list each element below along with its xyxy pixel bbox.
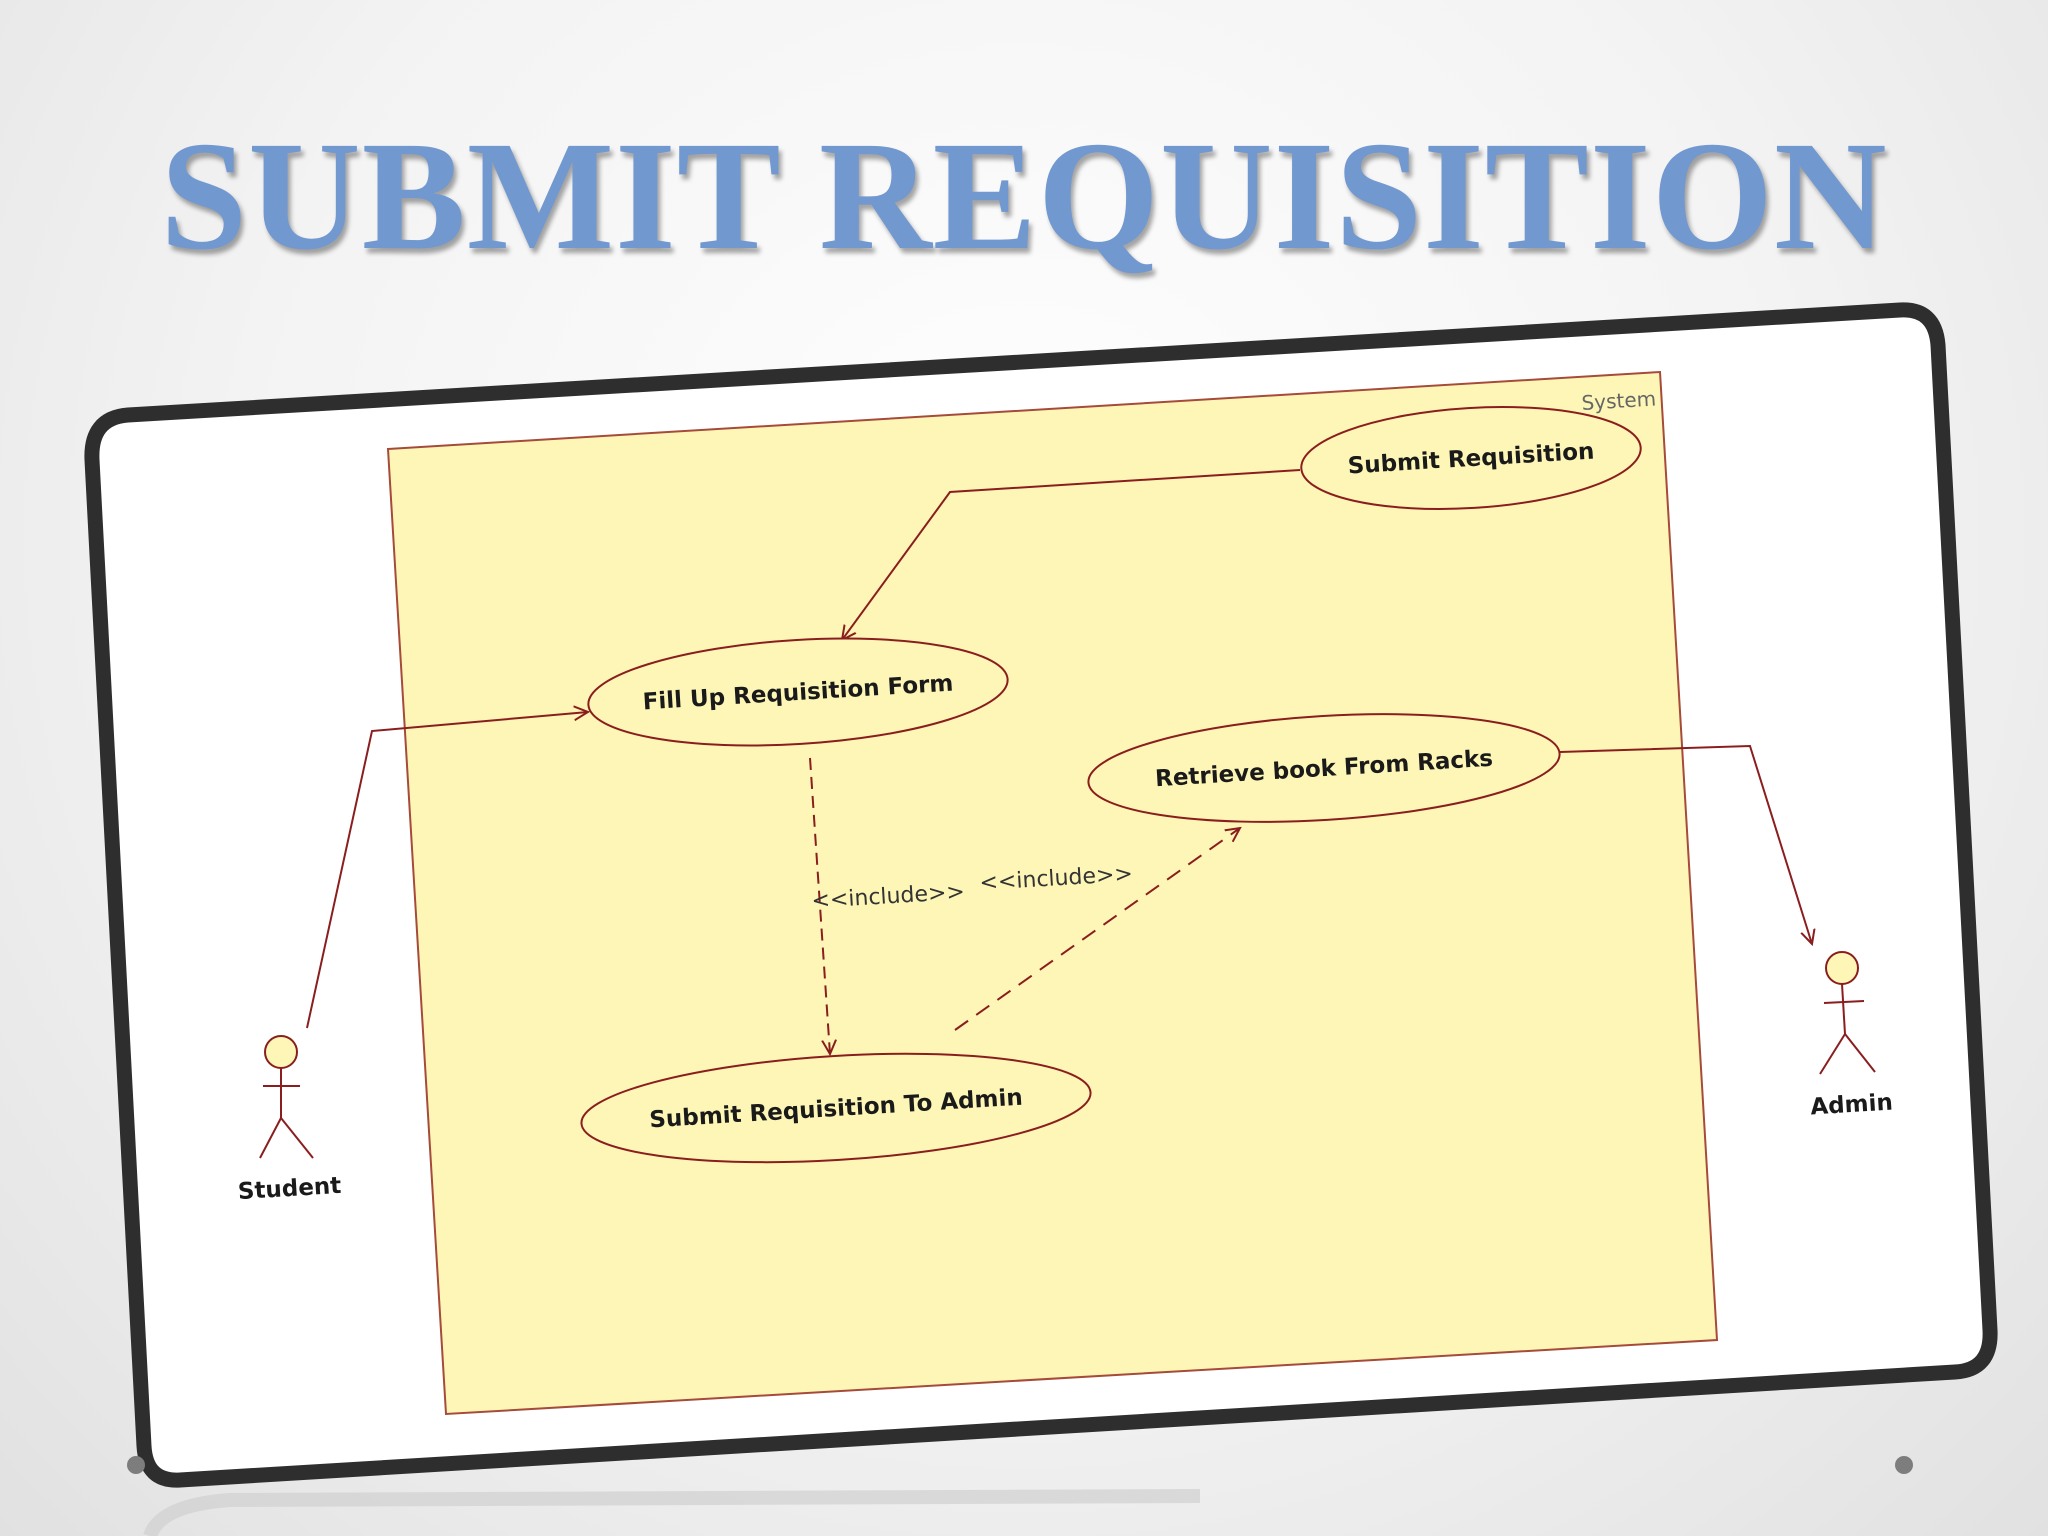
use-case-retrieve-book: Retrieve book From Racks	[1087, 713, 1561, 823]
use-case-submit-requisition: Submit Requisition	[1300, 406, 1642, 510]
use-case-submit-to-admin: Submit Requisition To Admin	[580, 1052, 1092, 1164]
slide-bullet-dot-right	[1895, 1456, 1913, 1474]
slide-title: SUBMIT REQUISITION	[160, 109, 1888, 282]
student-actor	[259, 1035, 314, 1159]
include-line-submit-admin-to-retrieve	[954, 828, 1240, 1031]
use-case-fill-up-form: Fill Up Requisition Form	[587, 637, 1009, 747]
include-line-fill-to-submit-admin	[809, 757, 830, 1054]
submit-requisition-to-fill-form-line	[842, 469, 1301, 640]
admin-actor-head	[1825, 951, 1859, 985]
admin-actor-label: Admin	[1810, 1090, 1894, 1121]
frame-reflection	[143, 1489, 1201, 1536]
slide-bullet-dot-left	[127, 1456, 145, 1474]
student-actor-head	[264, 1035, 298, 1069]
student-actor-label: Student	[237, 1173, 342, 1205]
student-to-fill-form-line	[306, 712, 588, 1029]
admin-actor	[1819, 951, 1876, 1075]
system-boundary	[386, 370, 1719, 1416]
retrieve-book-to-admin-line	[1559, 744, 1812, 944]
system-label: System	[1581, 386, 1657, 415]
